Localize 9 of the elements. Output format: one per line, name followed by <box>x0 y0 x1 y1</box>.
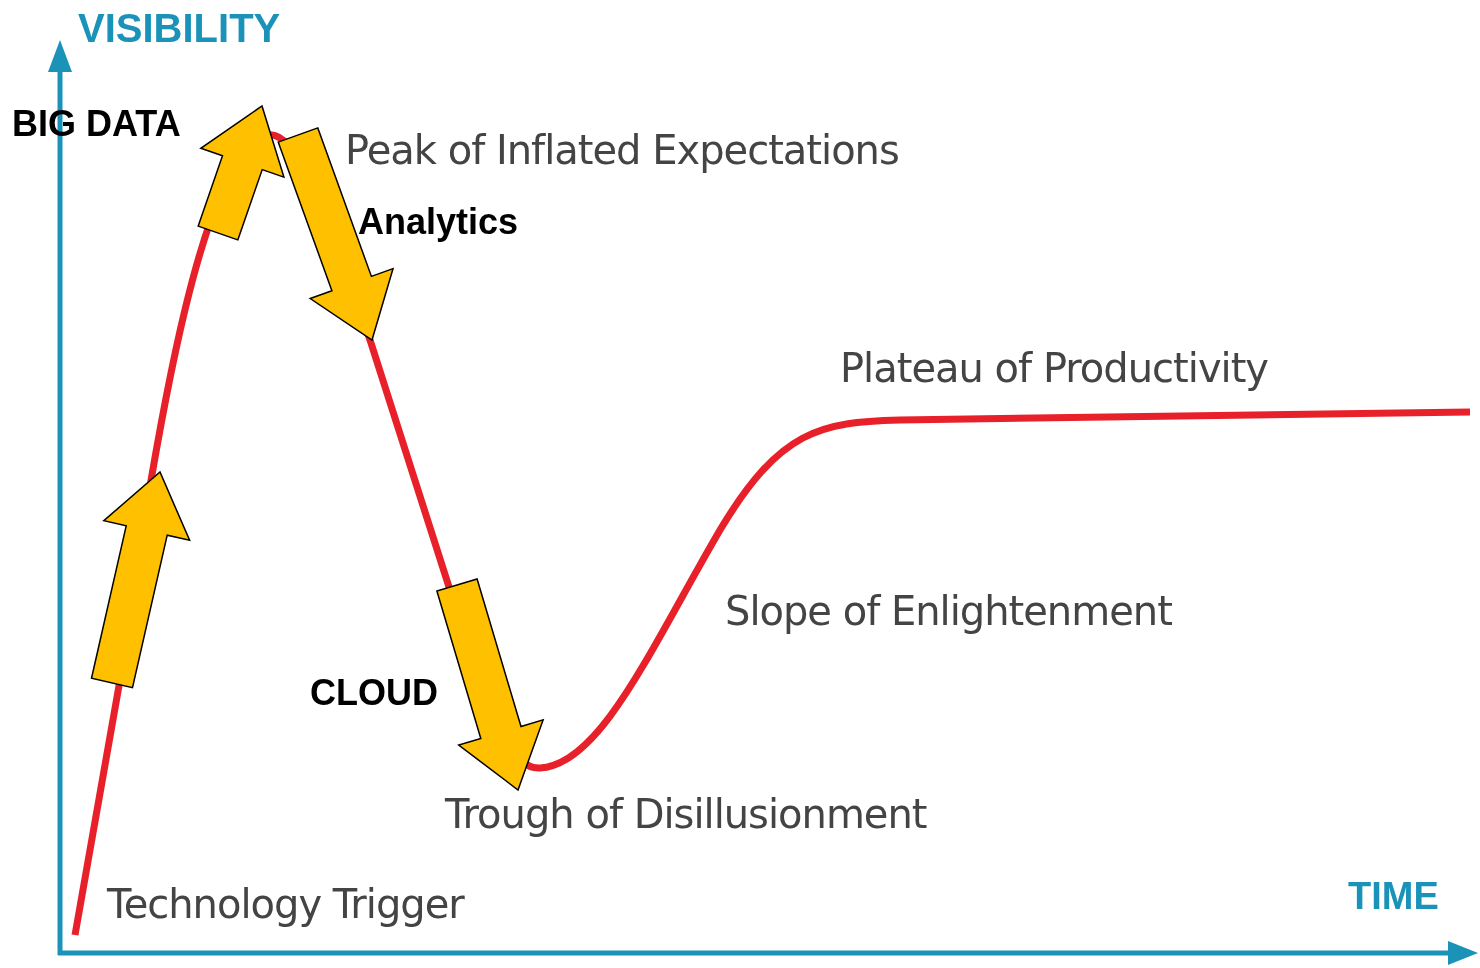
trend-label: Analytics <box>358 202 519 242</box>
axis-title: TIME <box>1348 876 1439 918</box>
phase-label: Trough of Disillusionment <box>445 792 927 836</box>
phase-label: Plateau of Productivity <box>840 346 1268 390</box>
phase-label: Peak of Inflated Expectations <box>345 128 899 172</box>
phase-label: Technology Trigger <box>107 882 464 926</box>
trend-label: CLOUD <box>310 673 438 713</box>
axis-title: VISIBILITY <box>78 6 281 50</box>
phase-label: Slope of Enlightenment <box>725 589 1172 633</box>
